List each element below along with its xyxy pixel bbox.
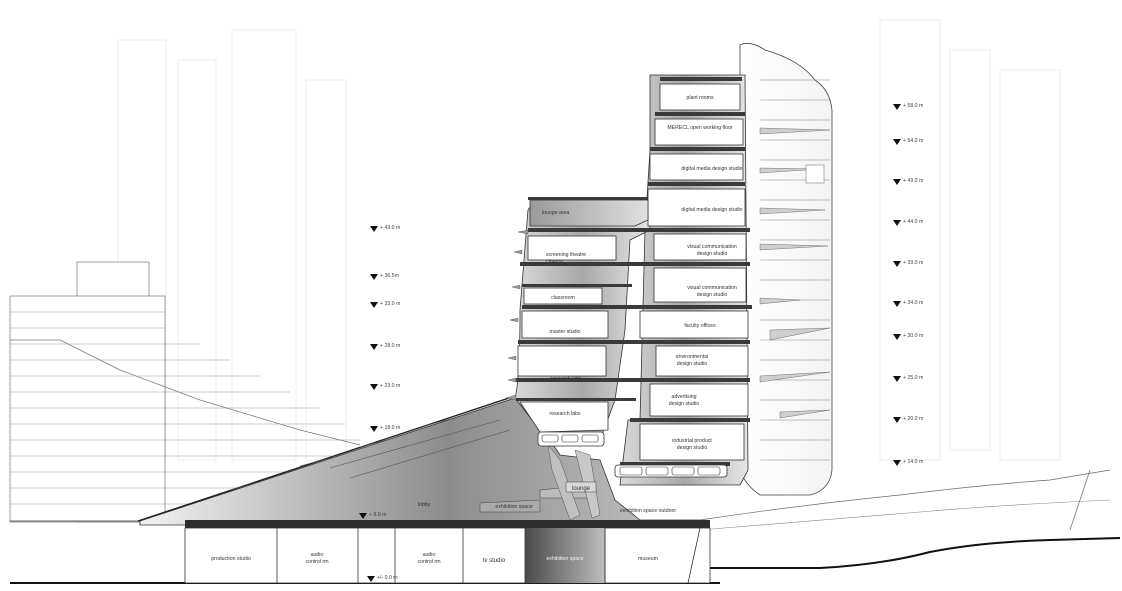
room-audio-control-2a: audio — [423, 552, 436, 558]
level-8: + 8.0 m — [369, 512, 386, 518]
room-digital-media-2: digital media design studio — [681, 207, 742, 213]
room-exhibition-space-lower: exhibition space — [546, 556, 583, 562]
room-audio-control-2b: control rm — [417, 559, 440, 565]
room-audio-control-1b: control rm — [305, 559, 328, 565]
level-14: + 14.0 m — [903, 459, 923, 465]
level-20: + 20.0 m — [903, 416, 923, 422]
room-digital-media-1: digital media design studio — [681, 166, 742, 172]
room-lounge: lounge — [572, 486, 591, 492]
room-lobby: lobby — [418, 502, 431, 508]
room-production-studio: production studio — [211, 556, 251, 562]
room-advertising-1: advertising — [671, 394, 696, 400]
room-viscom-a-2: design studio — [697, 251, 728, 257]
room-master-studio: master studio — [549, 329, 580, 335]
room-industrial-1: industrial product — [672, 438, 712, 444]
level-28: + 28.0 m — [380, 343, 400, 349]
level-34: + 34.0 m — [903, 300, 923, 306]
level-0: +/- 0.0 m — [377, 575, 398, 581]
room-industrial-2: design studio — [677, 445, 708, 451]
level-58: + 58.0 m — [903, 103, 923, 109]
basement: production studio audio control rm audio… — [184, 520, 711, 584]
level-markers-right: + 58.0 m + 54.0 m + 49.0 m + 44.0 m + 39… — [893, 103, 923, 466]
room-environmental-1: environmental — [676, 354, 709, 360]
facade-fins-left — [505, 229, 529, 401]
level-markers-left: + 43.0 m + 36.5m + 33.0 m + 28.0 m + 23.… — [359, 225, 400, 582]
level-30: + 30.0 m — [903, 333, 923, 339]
neighbour-building — [9, 261, 361, 523]
room-viscom-b-2: design studio — [697, 292, 728, 298]
level-23: + 23.0 m — [380, 383, 400, 389]
room-screening-theatre: screening theatre — [546, 252, 586, 258]
room-viscom-b-1: visual communication — [687, 285, 737, 291]
level-18: + 18.0 m — [380, 425, 400, 431]
room-plant-rooms: plant rooms — [686, 95, 714, 101]
tower-rooms: plant rooms MERECL open working floor di… — [517, 83, 749, 478]
room-research-labs-2: research labs — [549, 411, 581, 417]
room-advertising-2: design studio — [669, 401, 700, 407]
level-54: + 54.0 m — [903, 138, 923, 144]
level-25: + 25.0 m — [903, 375, 923, 381]
level-44: + 44.0 m — [903, 219, 923, 225]
room-cinema: cinema — [546, 259, 563, 265]
room-exhibition-space-outdoor: exhibition space outdoor — [620, 508, 677, 514]
podium-labels: lounge lobby exhibition space exhibition… — [418, 481, 677, 514]
level-33: + 33.0 m — [380, 301, 400, 307]
level-49: + 49.0 m — [903, 178, 923, 184]
room-viscom-a-1: visual communication — [687, 244, 737, 250]
room-museum: museum — [638, 556, 658, 562]
room-lounge-area: lounge area — [542, 210, 570, 216]
room-environmental-2: design studio — [677, 361, 708, 367]
room-research-labs-1: research labs — [550, 376, 582, 382]
room-faculty-offices: faculty offices — [684, 323, 716, 329]
room-audio-control-1a: audio — [311, 552, 324, 558]
tower-skin — [739, 42, 833, 496]
level-43: + 43.0 m — [380, 225, 400, 231]
floor-slabs — [516, 77, 752, 466]
room-tv-studio: tv studio — [483, 558, 506, 564]
room-classroom: classroom — [551, 295, 575, 301]
level-36-5: + 36.5m — [380, 273, 399, 279]
room-merecl: MERECL open working floor — [667, 125, 733, 131]
room-exhibition-space-upper: exhibition space — [495, 504, 532, 510]
level-39: + 39.0 m — [903, 260, 923, 266]
